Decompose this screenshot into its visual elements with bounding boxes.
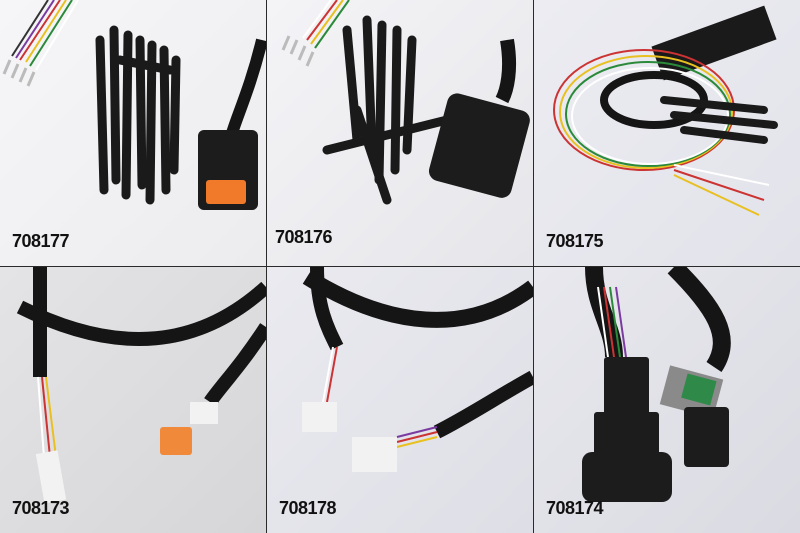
- harness-illustration: [2, 0, 266, 210]
- product-panel-708176: 708176: [267, 0, 533, 266]
- product-panel-708174: 708174: [534, 267, 800, 533]
- product-code: 708178: [279, 498, 337, 518]
- product-panel-708173: 708173: [0, 267, 266, 533]
- product-panel-708175: 708175: [534, 0, 800, 266]
- harness-illustration: [553, 5, 778, 216]
- product-code: 708174: [546, 498, 604, 518]
- product-panel-708177: 708177: [0, 0, 266, 266]
- product-code: 708176: [275, 227, 333, 247]
- harness-illustration: [16, 267, 266, 504]
- harness-illustration: [302, 267, 533, 472]
- product-code: 708177: [12, 231, 70, 251]
- harness-illustration: [281, 0, 530, 205]
- product-code: 708173: [12, 498, 70, 518]
- product-panel-708178: 708178: [267, 267, 533, 533]
- product-code: 708175: [546, 231, 604, 251]
- harness-illustration: [582, 267, 731, 502]
